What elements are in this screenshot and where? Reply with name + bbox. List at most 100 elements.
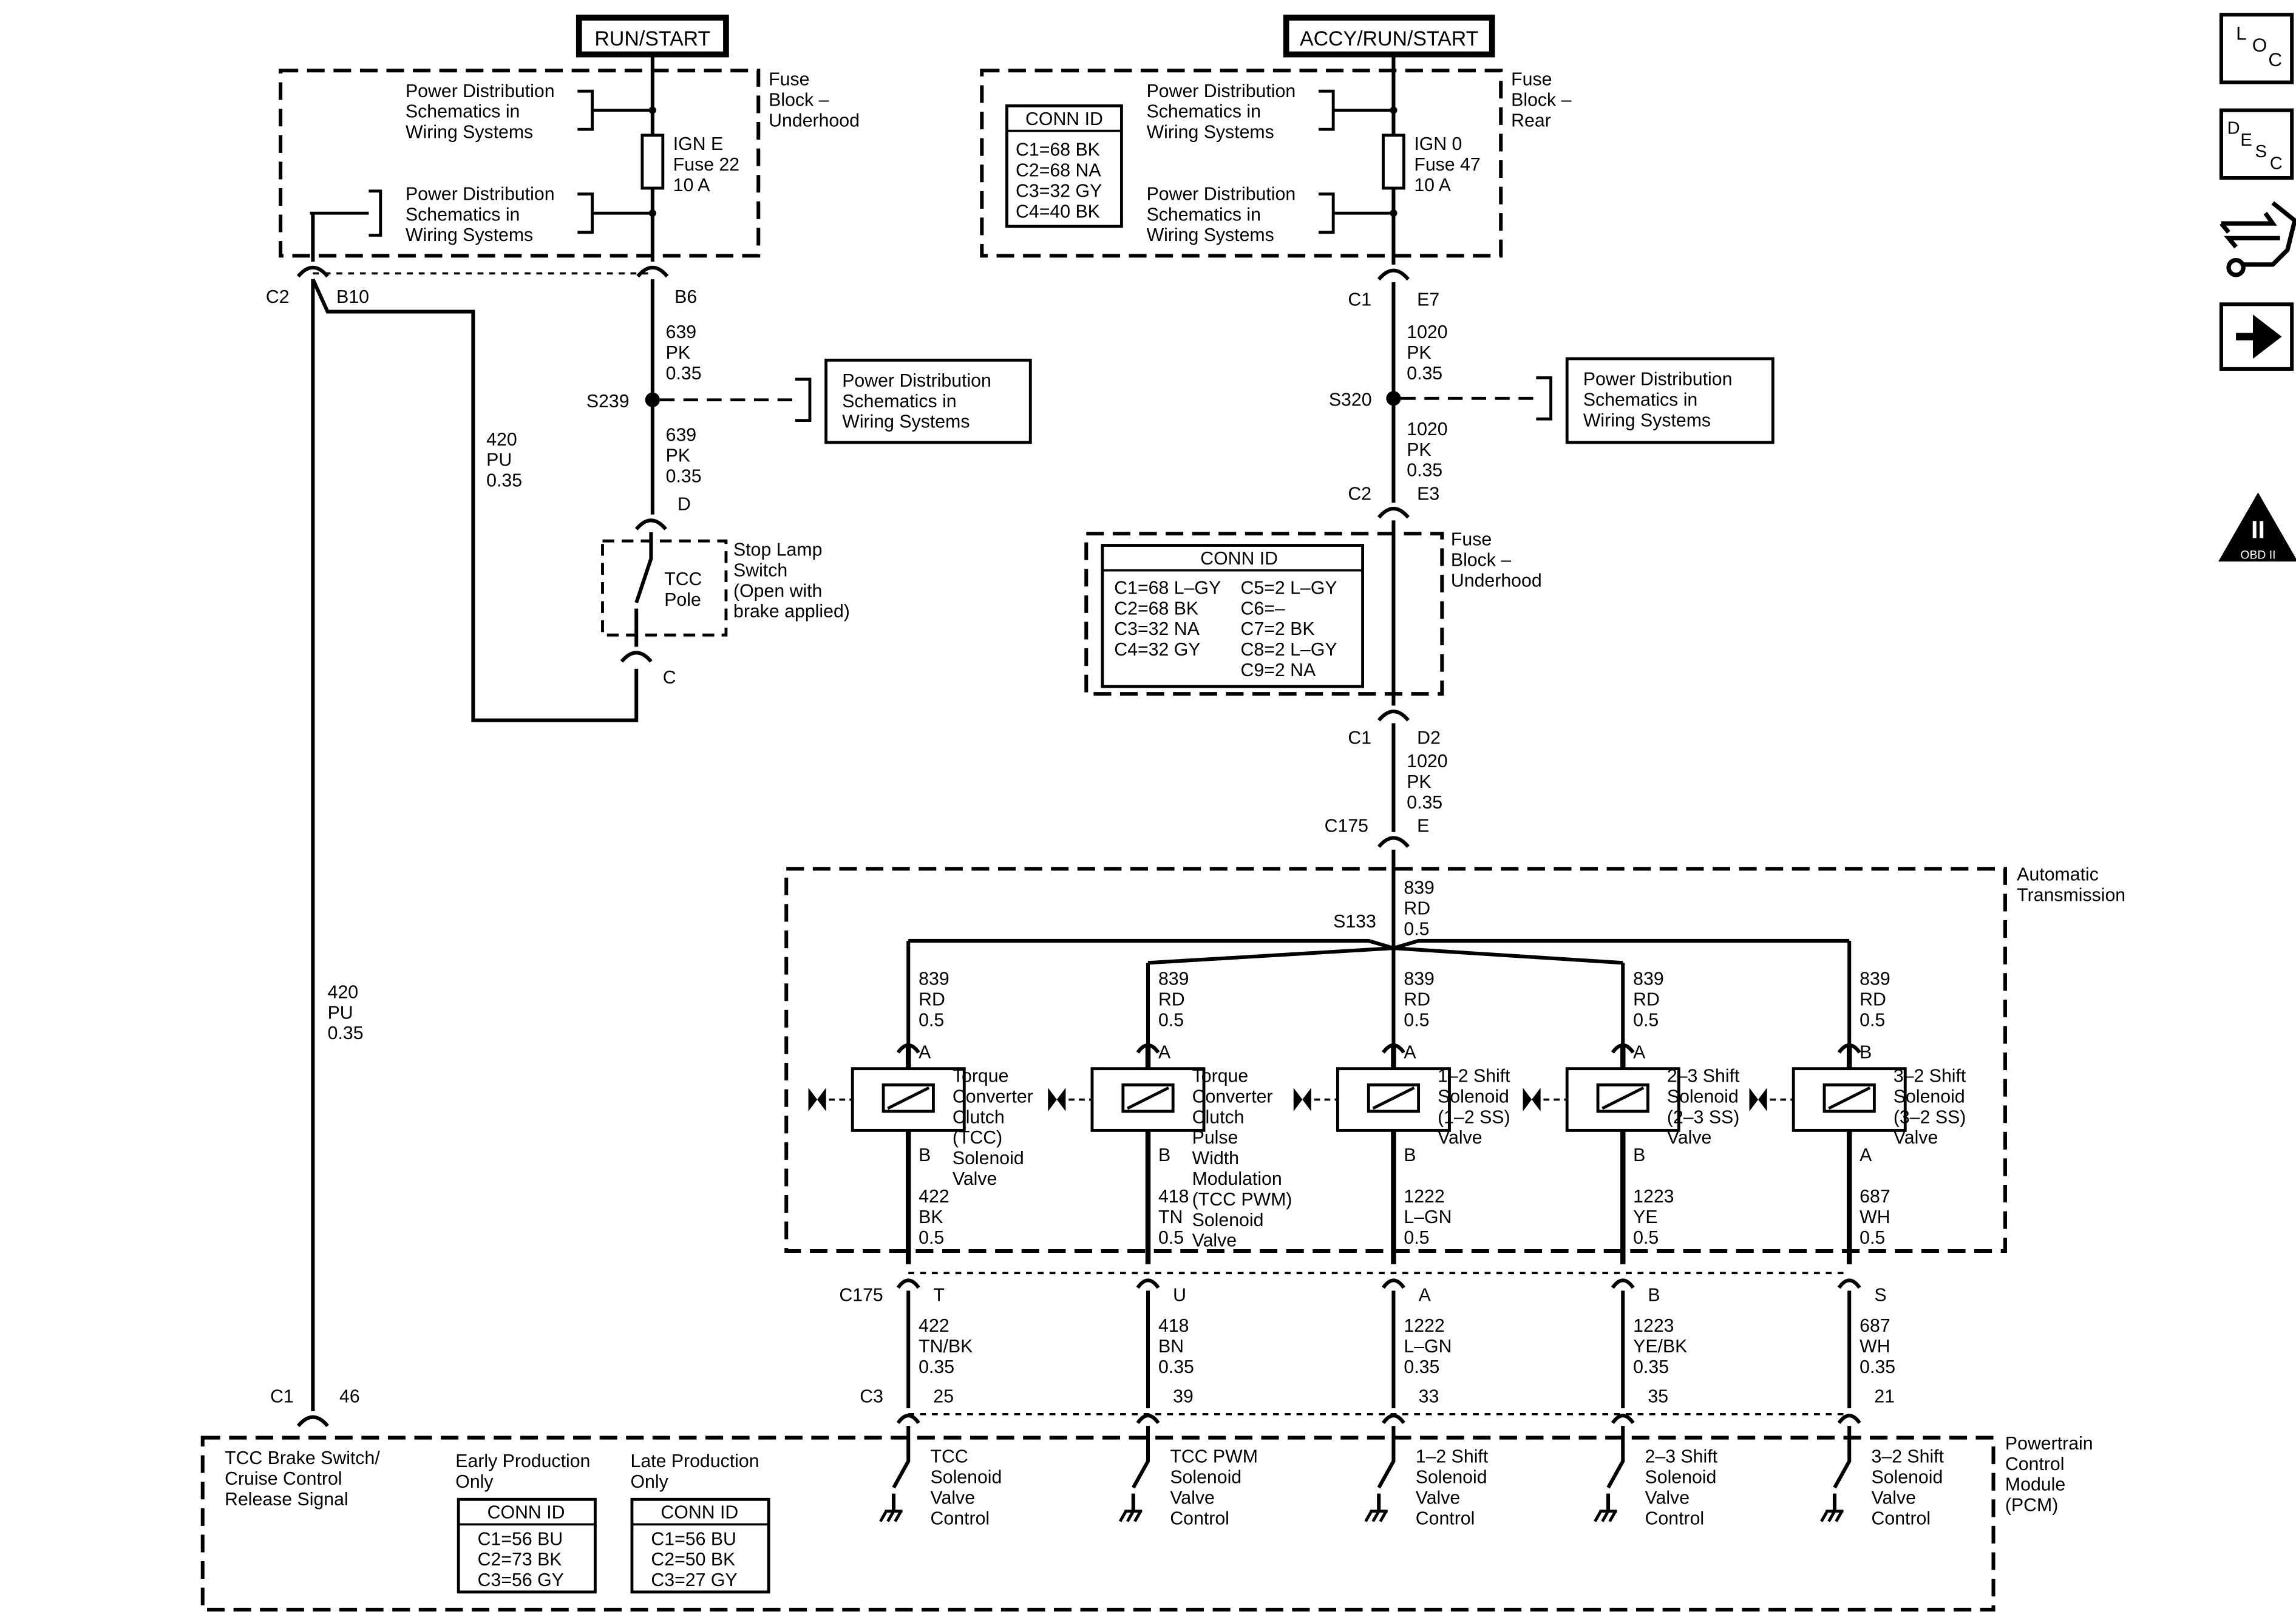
svg-text:C3=56 GY: C3=56 GY xyxy=(478,1570,564,1590)
svg-text:PK: PK xyxy=(1407,772,1431,792)
svg-text:S239: S239 xyxy=(586,392,630,412)
solenoid-column-1: 839RD0.5ABTorqueConverterClutch(TCC)Sole… xyxy=(808,969,1033,1528)
loc-icon[interactable]: L O C xyxy=(2219,13,2294,84)
svg-text:Fuse: Fuse xyxy=(1451,529,1492,549)
svg-text:0.5: 0.5 xyxy=(1633,1228,1659,1248)
wiring-tool-icon[interactable] xyxy=(2220,201,2296,277)
solenoid-pin-out: B xyxy=(1633,1145,1645,1165)
pcm-module: Powertrain Control Module (PCM) TCC Brak… xyxy=(200,1434,2093,1612)
svg-text:PK: PK xyxy=(1407,343,1431,363)
svg-text:Solenoid: Solenoid xyxy=(1192,1210,1264,1230)
svg-text:0.5: 0.5 xyxy=(919,1228,944,1248)
svg-text:Control: Control xyxy=(1416,1508,1475,1528)
svg-text:0.35: 0.35 xyxy=(1633,1357,1669,1377)
svg-text:Solenoid: Solenoid xyxy=(931,1468,1002,1488)
svg-text:C4=40 BK: C4=40 BK xyxy=(1016,202,1100,222)
svg-text:RD: RD xyxy=(1633,990,1660,1010)
svg-text:TN/BK: TN/BK xyxy=(919,1337,973,1357)
svg-text:E: E xyxy=(1417,816,1429,836)
svg-text:422: 422 xyxy=(919,1187,949,1207)
solenoid-pin-in: A xyxy=(1404,1043,1416,1063)
svg-text:Valve: Valve xyxy=(1894,1128,1938,1148)
fuse-block-underhood-center: CONN ID C1=68 L–GY C2=68 BK C3=32 NA C4=… xyxy=(1084,529,1542,696)
svg-text:(Open with: (Open with xyxy=(733,581,822,601)
svg-text:1–2 Shift: 1–2 Shift xyxy=(1416,1447,1489,1467)
svg-text:Torque: Torque xyxy=(953,1066,1009,1086)
svg-text:Solenoid: Solenoid xyxy=(953,1148,1024,1168)
svg-text:C1=68 BK: C1=68 BK xyxy=(1016,140,1100,160)
svg-text:Width: Width xyxy=(1192,1148,1239,1168)
svg-text:CONN ID: CONN ID xyxy=(1200,549,1278,569)
svg-text:C2=50 BK: C2=50 BK xyxy=(651,1550,735,1570)
svg-text:Power Distribution: Power Distribution xyxy=(842,371,991,391)
solenoid-pin-in: A xyxy=(1633,1043,1646,1063)
solenoid-column-2: 839RD0.5ABTorqueConverterClutchPulseWidt… xyxy=(1048,969,1292,1528)
automatic-transmission: Automatic Transmission 839 RD 0.5 S133 xyxy=(784,865,2125,1253)
svg-text:C4=32 GY: C4=32 GY xyxy=(1114,640,1200,660)
svg-text:S: S xyxy=(2255,142,2267,161)
svg-text:RD: RD xyxy=(1158,990,1185,1010)
svg-text:Pole: Pole xyxy=(664,590,701,610)
c175-pin: T xyxy=(933,1285,945,1305)
svg-text:10 A: 10 A xyxy=(1414,175,1451,195)
svg-text:0.35: 0.35 xyxy=(1407,461,1442,481)
svg-text:RD: RD xyxy=(1404,898,1430,918)
svg-text:687: 687 xyxy=(1860,1316,1890,1336)
svg-text:RD: RD xyxy=(919,990,945,1010)
switch-icon xyxy=(1131,1426,1150,1511)
svg-text:46: 46 xyxy=(339,1386,360,1406)
svg-text:L: L xyxy=(2236,22,2247,44)
svg-text:TCC PWM: TCC PWM xyxy=(1170,1447,1258,1467)
pcm-pin: 35 xyxy=(1648,1386,1668,1406)
svg-text:Schematics in: Schematics in xyxy=(1147,102,1261,122)
solenoid-pin-out: B xyxy=(919,1145,931,1165)
c175-pin: U xyxy=(1173,1285,1186,1305)
svg-text:3–2 Shift: 3–2 Shift xyxy=(1872,1447,1944,1467)
svg-text:0.35: 0.35 xyxy=(919,1357,954,1377)
splice-s239 xyxy=(645,392,660,407)
svg-text:0.35: 0.35 xyxy=(1407,364,1442,384)
svg-text:S320: S320 xyxy=(1329,390,1372,410)
svg-text:Valve: Valve xyxy=(1170,1488,1214,1508)
fuse-22 xyxy=(640,134,665,190)
svg-text:Underhood: Underhood xyxy=(1451,571,1542,591)
svg-text:Module: Module xyxy=(2005,1475,2065,1495)
svg-text:C6=–: C6=– xyxy=(1241,598,1285,619)
svg-text:Converter: Converter xyxy=(1192,1086,1273,1107)
svg-text:420: 420 xyxy=(328,982,359,1002)
svg-text:3–2 Shift: 3–2 Shift xyxy=(1894,1066,1966,1086)
svg-text:Wiring Systems: Wiring Systems xyxy=(1583,410,1711,430)
svg-text:(1–2 SS): (1–2 SS) xyxy=(1438,1107,1510,1127)
svg-text:Clutch: Clutch xyxy=(1192,1107,1245,1127)
svg-text:1020: 1020 xyxy=(1407,322,1447,342)
svg-text:0.35: 0.35 xyxy=(1404,1357,1439,1377)
svg-text:CONN ID: CONN ID xyxy=(661,1503,738,1523)
solenoid-icon xyxy=(1048,1067,1206,1132)
c175-pin: A xyxy=(1419,1285,1432,1305)
arrow-right-icon[interactable] xyxy=(2219,302,2294,371)
svg-text:Control: Control xyxy=(1170,1508,1229,1528)
svg-text:418: 418 xyxy=(1158,1316,1189,1336)
svg-text:C2=68 BK: C2=68 BK xyxy=(1114,598,1198,619)
svg-text:10 A: 10 A xyxy=(673,175,710,195)
svg-text:Wiring Systems: Wiring Systems xyxy=(406,123,533,143)
run-start-label: RUN/START xyxy=(594,27,710,50)
svg-text:Only: Only xyxy=(455,1472,494,1492)
svg-text:Fuse: Fuse xyxy=(1511,69,1552,89)
svg-text:WH: WH xyxy=(1860,1207,1890,1227)
svg-text:(3–2 SS): (3–2 SS) xyxy=(1894,1107,1966,1127)
svg-text:IGN 0: IGN 0 xyxy=(1414,134,1462,154)
desc-icon[interactable]: D E S C xyxy=(2219,108,2294,180)
svg-text:Valve: Valve xyxy=(953,1169,997,1189)
svg-text:0.35: 0.35 xyxy=(1407,793,1442,813)
svg-text:Valve: Valve xyxy=(1872,1488,1916,1508)
svg-text:Solenoid: Solenoid xyxy=(1170,1468,1241,1488)
svg-text:Valve: Valve xyxy=(1645,1488,1690,1508)
svg-text:Valve: Valve xyxy=(931,1488,975,1508)
svg-text:Solenoid: Solenoid xyxy=(1667,1086,1739,1107)
svg-text:WH: WH xyxy=(1860,1337,1890,1357)
svg-text:C175: C175 xyxy=(839,1285,883,1305)
svg-text:Fuse 22: Fuse 22 xyxy=(673,155,739,175)
fuse-block-rear: Fuse Block – Rear CONN ID C1=68 BK C2=68… xyxy=(980,69,1572,258)
svg-text:Modulation: Modulation xyxy=(1192,1169,1282,1189)
